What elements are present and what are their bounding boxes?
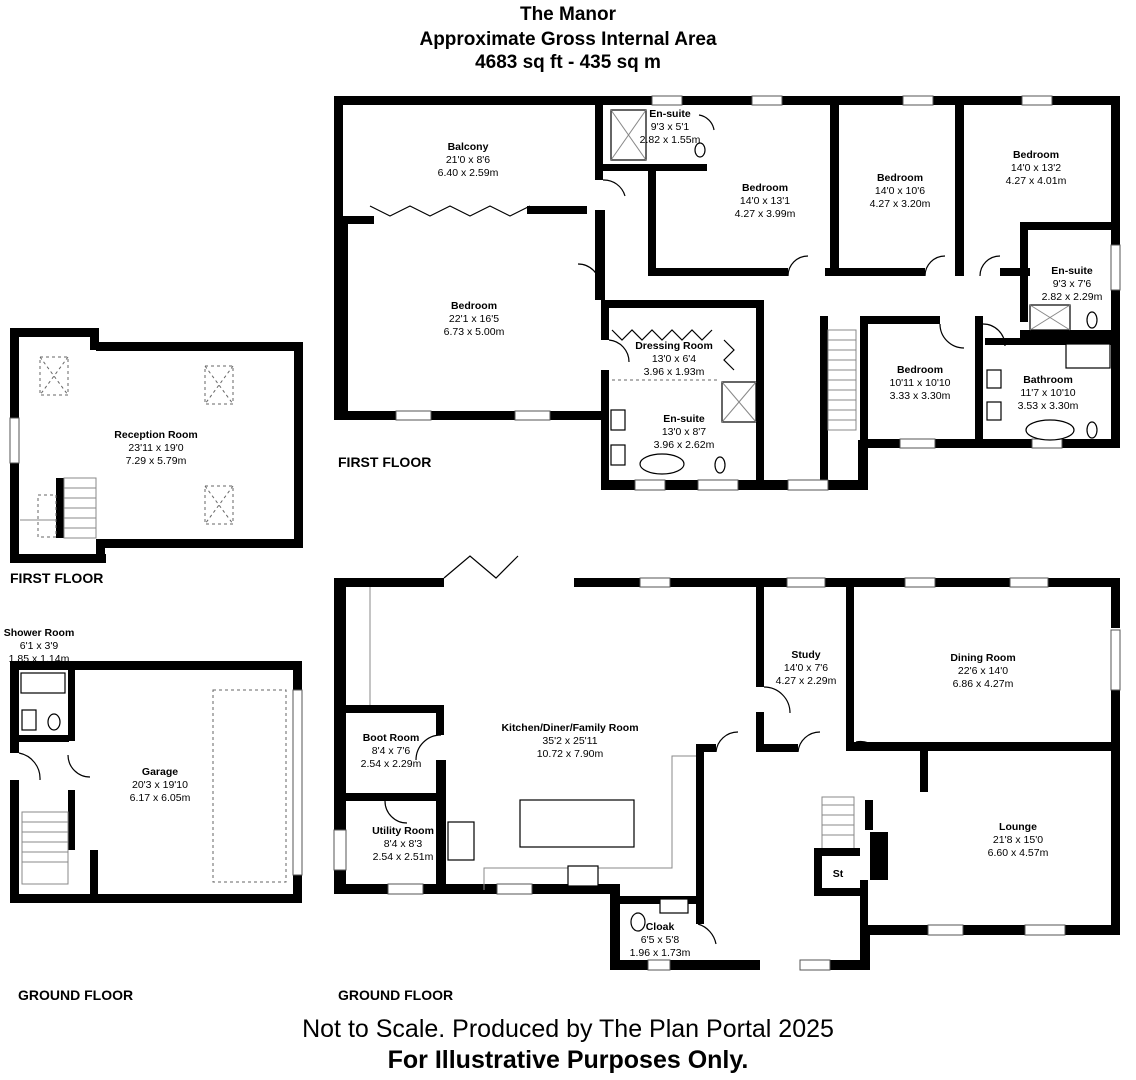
property-name: The Manor (519, 4, 617, 25)
first-floor-main-plan (334, 95, 1121, 491)
floor-label-ground-annex: GROUND FLOOR (18, 987, 134, 1003)
footer-disclaimer: Not to Scale. Produced by The Plan Porta… (302, 1015, 834, 1043)
first-floor-annex-plan (9, 328, 303, 563)
floor-label-first-annex: FIRST FLOOR (10, 570, 104, 586)
ground-floor-main-plan (333, 555, 1121, 971)
floor-label-first-main: FIRST FLOOR (338, 454, 432, 470)
floor-label-ground-main: GROUND FLOOR (338, 987, 454, 1003)
footer-illustrative: For Illustrative Purposes Only. (387, 1046, 749, 1074)
room-label-store: St (833, 868, 844, 880)
area-title: Approximate Gross Internal Area (419, 29, 717, 50)
ground-floor-annex-plan (10, 661, 303, 903)
area-value: 4683 sq ft - 435 sq m (475, 52, 661, 73)
